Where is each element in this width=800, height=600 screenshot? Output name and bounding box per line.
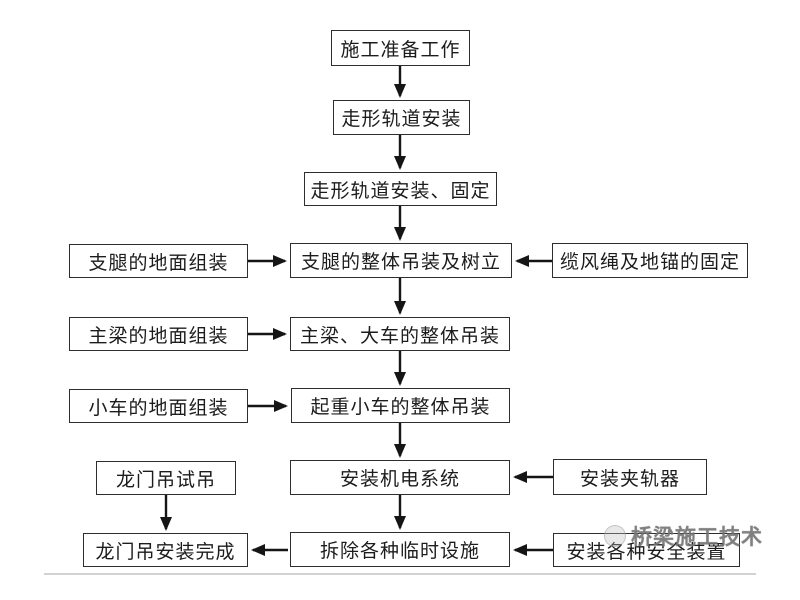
node-leg-ground-assembly: 支腿的地面组装 <box>69 244 248 278</box>
node-install-rail-clamp: 安装夹轨器 <box>553 459 707 495</box>
node-install-electromechanical: 安装机电系统 <box>290 460 510 495</box>
node-remove-temporary-facilities: 拆除各种临时设施 <box>290 532 510 567</box>
node-install-safety-devices: 安装各种安全装置 <box>553 533 740 567</box>
node-track-install-and-fix: 走形轨道安装、固定 <box>304 172 497 206</box>
node-gantry-test-lift: 龙门吊试吊 <box>96 461 236 495</box>
node-leg-hoist-and-erect: 支腿的整体吊装及树立 <box>290 243 512 278</box>
node-trolley-hoist: 起重小车的整体吊装 <box>291 388 510 423</box>
node-installation-complete: 龙门吊安装完成 <box>83 533 248 567</box>
node-cable-and-anchor-fixing: 缆风绳及地锚的固定 <box>552 243 748 278</box>
bottom-separator-line <box>44 573 756 575</box>
node-beam-ground-assembly: 主梁的地面组装 <box>69 317 248 351</box>
node-trolley-ground-assembly: 小车的地面组装 <box>69 389 248 423</box>
node-construction-preparation: 施工准备工作 <box>331 30 470 66</box>
node-beam-and-cart-hoist: 主梁、大车的整体吊装 <box>290 317 510 351</box>
node-track-installation: 走形轨道安装 <box>333 100 470 135</box>
